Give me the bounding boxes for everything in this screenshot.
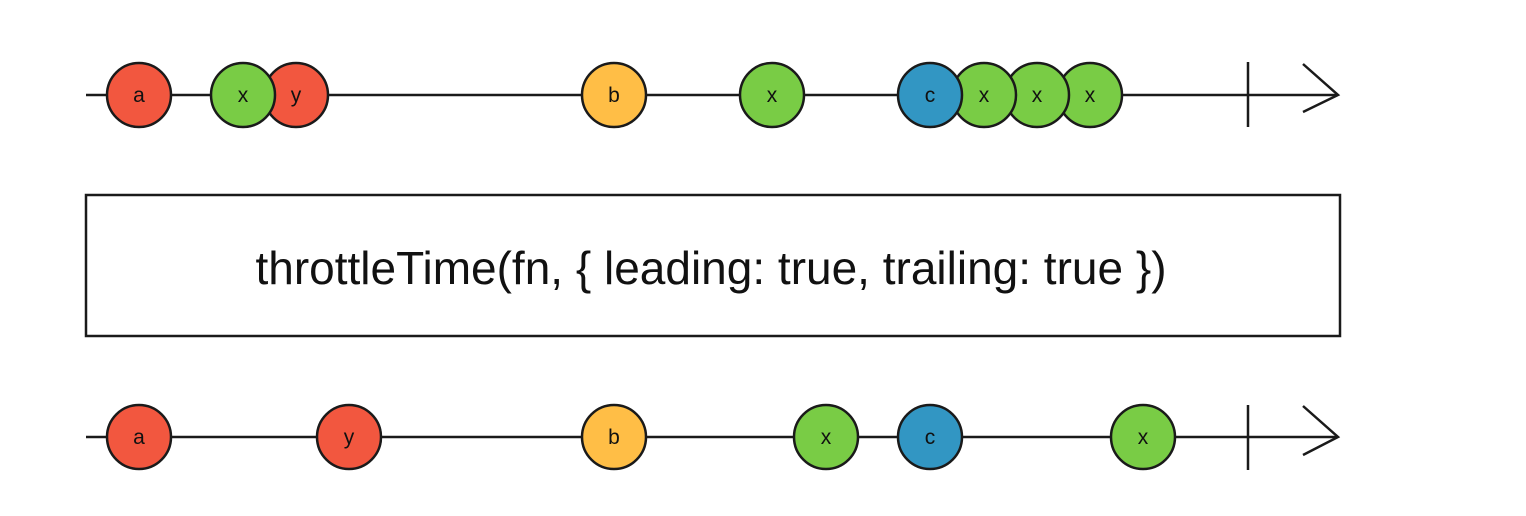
input-marble-b: b	[580, 61, 648, 129]
output-marble-c: c	[896, 403, 964, 471]
input-marble-c: c	[896, 61, 964, 129]
input-marble-circle	[105, 61, 173, 129]
input-marble-a: a	[105, 61, 173, 129]
input-marble-label: y	[291, 84, 302, 107]
input-marble-x: x	[1056, 61, 1124, 129]
output-marble-label: c	[925, 426, 936, 449]
output-marble-a: a	[105, 403, 173, 471]
output-marble-label: x	[1138, 426, 1149, 449]
output-marble-circle	[315, 403, 383, 471]
input-marble-x: x	[738, 61, 806, 129]
input-arrowhead	[1302, 63, 1341, 114]
output-marble-circle	[1109, 403, 1177, 471]
output-marble-y: y	[315, 403, 383, 471]
input-marble-label: x	[1032, 84, 1043, 107]
input-marble-label: x	[767, 84, 778, 107]
operator-box: throttleTime(fn, { leading: true, traili…	[84, 193, 1342, 338]
input-marble-circle	[580, 61, 648, 129]
output-marble-x: x	[1109, 403, 1177, 471]
input-marble-label: x	[238, 84, 249, 107]
output-marble-b: b	[580, 403, 648, 471]
output-marble-label: b	[608, 426, 620, 449]
input-marble-x: x	[950, 61, 1018, 129]
input-marble-x: x	[1003, 61, 1071, 129]
output-marble-label: x	[821, 426, 832, 449]
output-marble-circle	[792, 403, 860, 471]
input-marble-x: x	[209, 61, 277, 129]
output-marble-circle	[580, 403, 648, 471]
input-marble-label: x	[1085, 84, 1096, 107]
input-marble-circle	[896, 61, 964, 129]
input-marble-circle	[209, 61, 277, 129]
output-marble-circle	[105, 403, 173, 471]
input-marble-label: b	[608, 84, 620, 107]
operator-label: throttleTime(fn, { leading: true, traili…	[255, 242, 1166, 294]
input-marble-label: x	[979, 84, 990, 107]
output-marble-label: a	[133, 426, 145, 449]
output-marble-label: y	[344, 426, 355, 449]
input-marble-circle	[738, 61, 806, 129]
input-marble-label: c	[925, 84, 936, 107]
output-marble-circle	[896, 403, 964, 471]
operator-box-border	[84, 193, 1342, 338]
output-marble-x: x	[792, 403, 860, 471]
output-arrowhead	[1302, 405, 1341, 457]
input-marble-label: a	[133, 84, 145, 107]
